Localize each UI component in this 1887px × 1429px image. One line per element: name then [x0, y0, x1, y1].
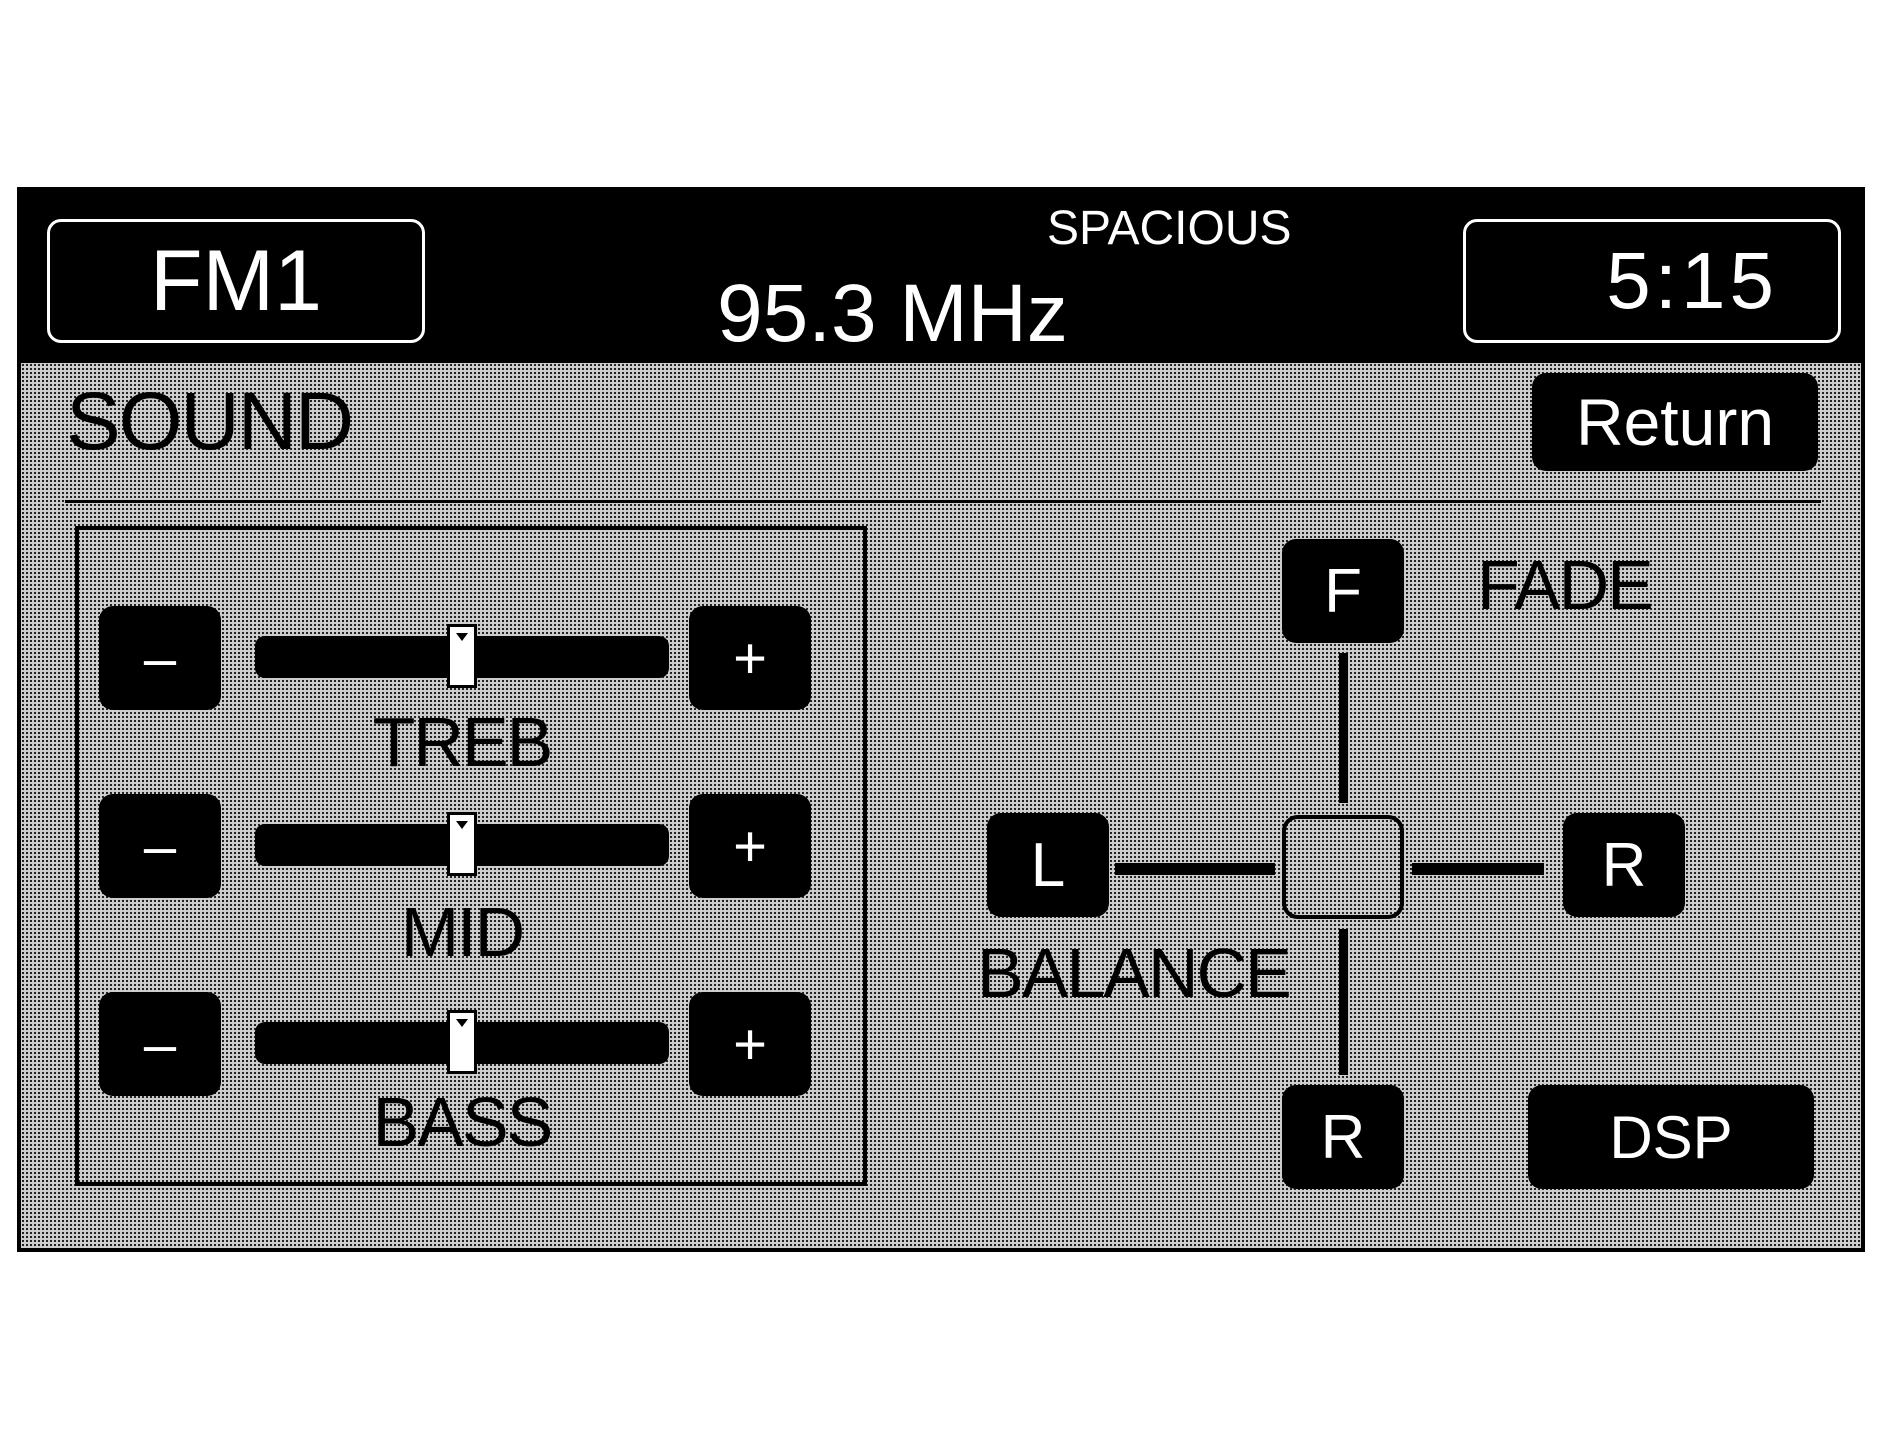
bass-slider-thumb[interactable] — [447, 1010, 477, 1074]
fade-track-lower — [1339, 929, 1348, 1075]
bass-slider-track[interactable] — [255, 1010, 669, 1074]
mid-plus-button[interactable]: + — [689, 794, 811, 898]
balance-label: BALANCE — [977, 934, 1292, 1012]
fade-rear-button[interactable]: R — [1282, 1085, 1404, 1189]
balance-track-left — [1115, 863, 1275, 875]
balance-right-button[interactable]: R — [1563, 813, 1685, 917]
fade-front-button[interactable]: F — [1282, 539, 1404, 643]
treble-plus-button[interactable]: + — [689, 606, 811, 710]
fade-track-upper — [1339, 653, 1348, 803]
treble-minus-button[interactable]: – — [99, 606, 221, 710]
return-button[interactable]: Return — [1532, 373, 1818, 471]
sound-panel: SOUND Return – + TREB – + MID – — [21, 363, 1861, 1248]
clock-display[interactable]: 5:15 — [1463, 219, 1841, 343]
band-button[interactable]: FM1 — [47, 219, 425, 343]
mid-label: MID — [400, 893, 525, 971]
dsp-button[interactable]: DSP — [1528, 1085, 1814, 1189]
bass-label: BASS — [372, 1083, 554, 1161]
page-title: SOUND — [66, 376, 354, 467]
equalizer-box: – + TREB – + MID – — [75, 526, 867, 1186]
radio-screen: FM1 SPACIOUS 95.3 MHz 5:15 SOUND Return … — [17, 187, 1865, 1252]
balance-fade-position-indicator[interactable] — [1282, 815, 1404, 919]
treble-slider-thumb[interactable] — [447, 624, 477, 688]
bass-plus-button[interactable]: + — [689, 992, 811, 1096]
treble-label: TREB — [372, 703, 554, 781]
frequency-display: 95.3 MHz — [717, 268, 1068, 359]
mid-slider-thumb[interactable] — [447, 812, 477, 876]
mid-minus-button[interactable]: – — [99, 794, 221, 898]
treble-slider-track[interactable] — [255, 624, 669, 688]
divider — [65, 500, 1821, 503]
sound-mode-label: SPACIOUS — [1047, 202, 1292, 255]
mid-slider-track[interactable] — [255, 812, 669, 876]
balance-left-button[interactable]: L — [987, 813, 1109, 917]
status-header: FM1 SPACIOUS 95.3 MHz 5:15 — [17, 187, 1865, 359]
fade-label: FADE — [1477, 546, 1654, 624]
balance-track-right — [1412, 863, 1544, 875]
bass-minus-button[interactable]: – — [99, 992, 221, 1096]
